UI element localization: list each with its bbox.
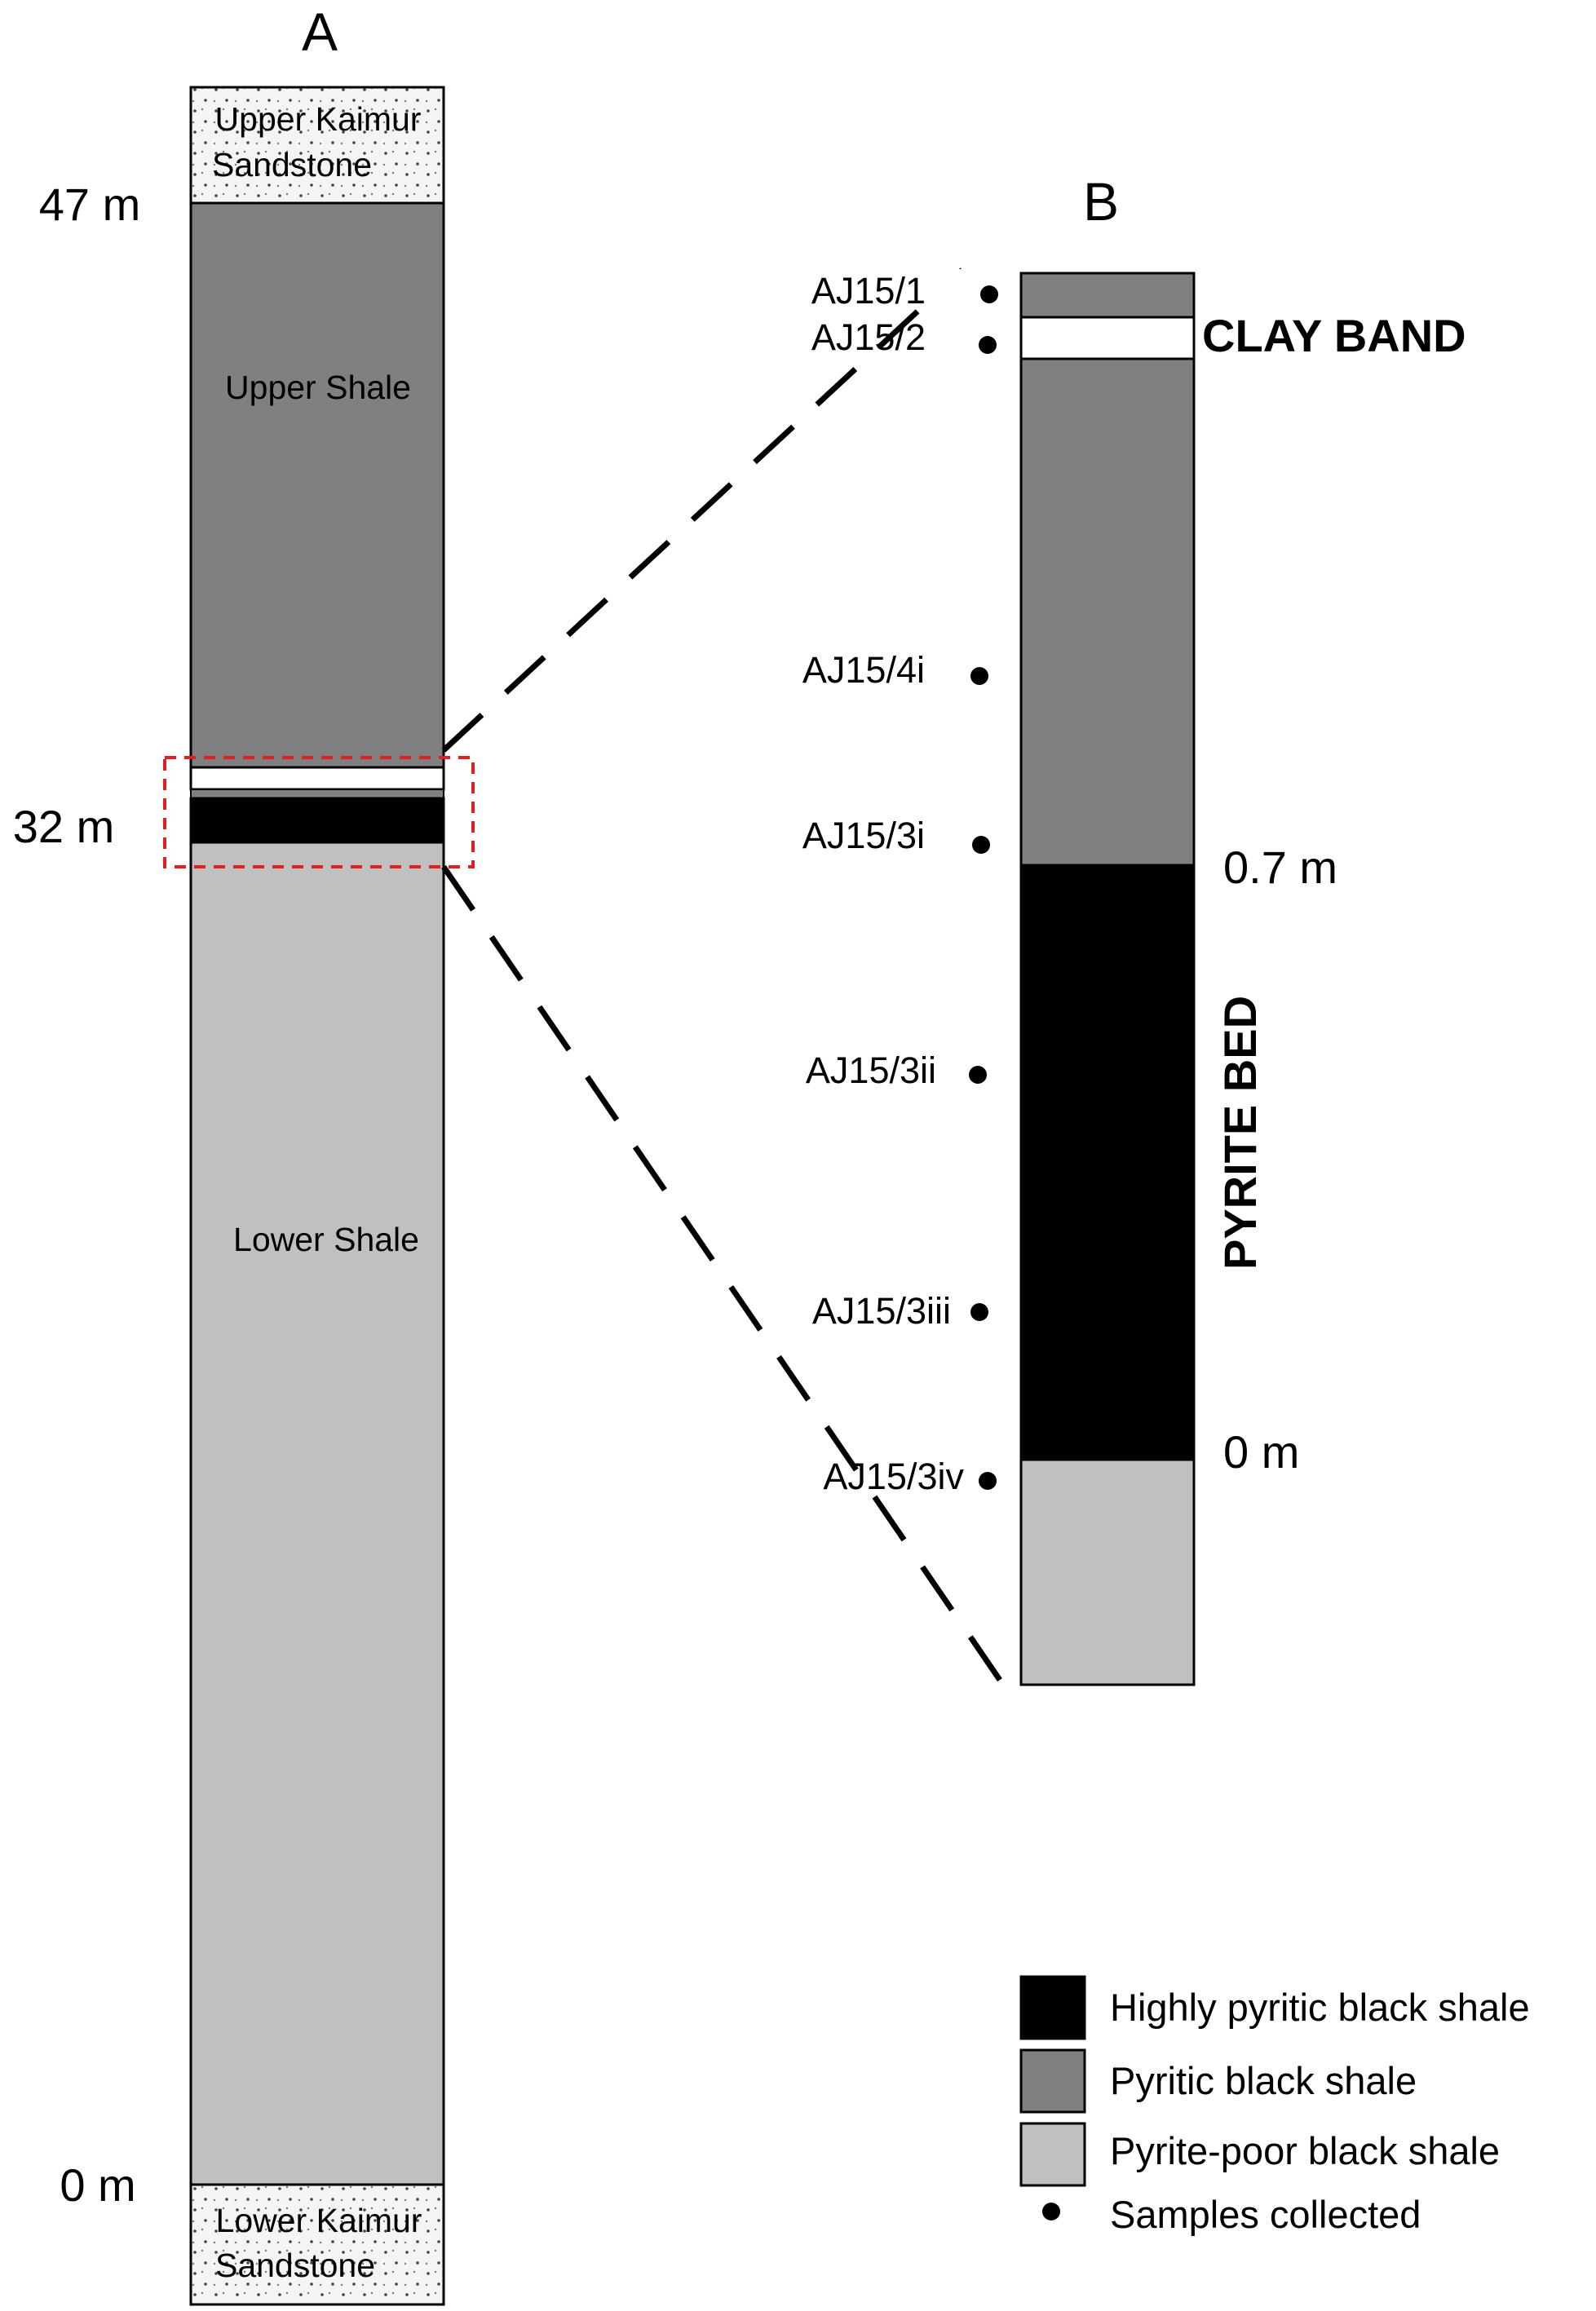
pyritic-shale-unit-b bbox=[1019, 357, 1196, 867]
sample-dot-aj15-3iv bbox=[979, 1472, 997, 1490]
pyrite-bed-unit-b bbox=[1019, 864, 1196, 1461]
legend-swatch-pyrite-poor bbox=[1019, 2122, 1086, 2187]
legend-swatch-highly-pyritic bbox=[1019, 1975, 1086, 2040]
pyrite-bed-unit-a bbox=[189, 797, 445, 844]
sample-label-aj15-4i: AJ15/4i bbox=[802, 649, 925, 691]
legend-label-samples: Samples collected bbox=[1110, 2193, 1421, 2236]
upper-sandstone-unit bbox=[189, 86, 445, 205]
sample-label-aj15-2: AJ15/2 bbox=[811, 316, 926, 358]
legend-label-highly-pyritic: Highly pyritic black shale bbox=[1110, 1986, 1530, 2029]
panel-a-label: A bbox=[302, 2, 338, 62]
lower-sandstone-unit bbox=[189, 2183, 445, 2306]
sample-label-aj15-3iv: AJ15/3iv bbox=[823, 1456, 964, 1497]
lower-sandstone-label-line2: Sandstone bbox=[215, 2247, 375, 2284]
sample-dot-aj15-3i bbox=[972, 836, 990, 854]
depth-label-0-7m: 0.7 m bbox=[1223, 842, 1337, 893]
sample-label-aj15-3iii: AJ15/3iii bbox=[812, 1290, 951, 1332]
clay-band-unit-b bbox=[1019, 316, 1196, 360]
sample-list: AJ15/1 AJ15/2 AJ15/4i AJ15/3i AJ15/3ii A… bbox=[802, 270, 998, 1497]
connector-line-lower bbox=[441, 865, 1006, 1686]
legend-swatch-pyritic bbox=[1019, 2048, 1086, 2114]
upper-sandstone-label-line2: Sandstone bbox=[212, 146, 372, 183]
legend-sample-dot bbox=[1042, 2203, 1060, 2220]
panel-b: B CLAY BAND PYRITE BED 0.7 m 0 m AJ15/1 … bbox=[802, 171, 1466, 1686]
clay-band-unit-a bbox=[189, 766, 445, 791]
panel-b-label: B bbox=[1083, 171, 1119, 232]
sample-dot-aj15-4i bbox=[970, 667, 988, 685]
zoom-connectors bbox=[441, 267, 1006, 1686]
sample-label-aj15-3ii: AJ15/3ii bbox=[806, 1049, 936, 1091]
sample-dot-aj15-2 bbox=[979, 336, 997, 354]
clay-band-label: CLAY BAND bbox=[1202, 310, 1466, 361]
legend-label-pyritic: Pyritic black shale bbox=[1110, 2059, 1417, 2102]
connector-line-upper bbox=[441, 267, 965, 753]
legend-label-pyrite-poor: Pyrite-poor black shale bbox=[1110, 2129, 1500, 2172]
pyrite-bed-label: PYRITE BED bbox=[1214, 996, 1266, 1270]
lower-shale-label: Lower Shale bbox=[233, 1221, 419, 1258]
depth-label-0m-b: 0 m bbox=[1223, 1426, 1299, 1478]
upper-shale-label: Upper Shale bbox=[225, 369, 411, 406]
depth-label-32m: 32 m bbox=[13, 801, 115, 852]
sample-label-aj15-1: AJ15/1 bbox=[811, 270, 926, 312]
sample-label-aj15-3i: AJ15/3i bbox=[802, 815, 925, 856]
upper-shale-unit bbox=[189, 201, 445, 769]
sample-dot-aj15-3iii bbox=[970, 1303, 988, 1321]
pyrite-poor-unit-b bbox=[1019, 1458, 1196, 1686]
lower-shale-unit bbox=[189, 841, 445, 2186]
pyritic-strip-unit-a bbox=[190, 789, 444, 799]
upper-sandstone-label-line1: Upper Kaimur bbox=[215, 100, 422, 138]
pyritic-top-unit-b bbox=[1019, 272, 1196, 319]
legend: Highly pyritic black shale Pyritic black… bbox=[1019, 1975, 1530, 2236]
lower-sandstone-label-line1: Lower Kaimur bbox=[216, 2202, 422, 2239]
depth-label-47m: 47 m bbox=[39, 179, 141, 230]
panel-a: A Upper Kaimur Sandstone Upper Shale Low… bbox=[13, 2, 475, 2306]
sample-dot-aj15-3ii bbox=[969, 1066, 987, 1084]
zoom-box bbox=[163, 756, 475, 868]
sample-dot-aj15-1 bbox=[980, 285, 998, 303]
depth-label-0m: 0 m bbox=[60, 2159, 135, 2211]
